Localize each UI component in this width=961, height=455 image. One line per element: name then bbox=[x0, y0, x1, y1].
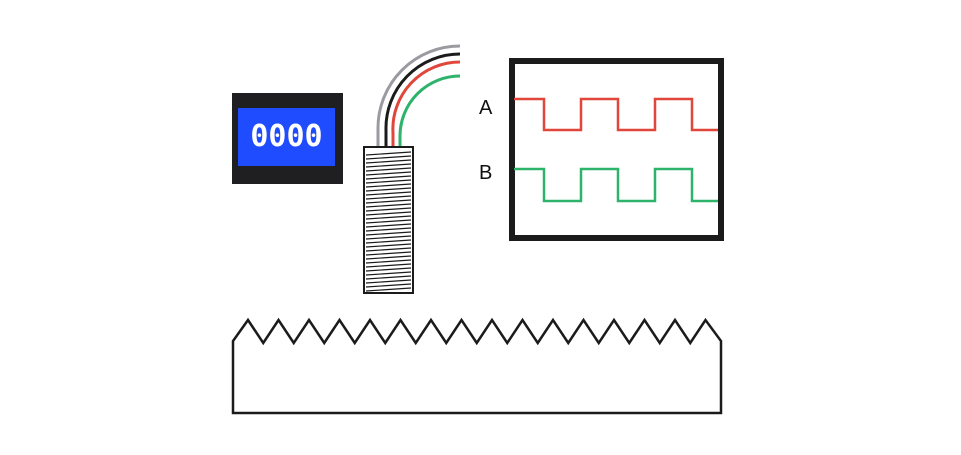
sensor-thread bbox=[365, 279, 412, 284]
sensor-thread bbox=[365, 271, 412, 276]
sensor-thread bbox=[365, 267, 412, 272]
sensor-thread bbox=[365, 155, 412, 160]
sensor-thread bbox=[365, 199, 412, 204]
sensor-thread bbox=[365, 219, 412, 224]
cable-wire-red bbox=[391, 60, 461, 148]
sensor-thread bbox=[365, 215, 412, 220]
sensor-thread bbox=[365, 211, 412, 216]
channel-b-waveform bbox=[514, 167, 718, 203]
sensor-thread bbox=[365, 159, 412, 164]
sensor-thread bbox=[365, 263, 412, 268]
sensor-thread bbox=[365, 203, 412, 208]
channel-a-waveform bbox=[514, 97, 718, 132]
sensor-thread bbox=[365, 195, 412, 200]
cable-wire-black bbox=[384, 52, 461, 148]
sensor-thread bbox=[365, 259, 412, 264]
sensor-thread bbox=[365, 207, 412, 212]
sensor-thread bbox=[365, 163, 412, 168]
sensor-thread bbox=[365, 251, 412, 256]
sensor-thread bbox=[365, 231, 412, 236]
sensor-thread bbox=[365, 287, 412, 292]
channel-a-label: A bbox=[479, 97, 493, 119]
counter-display: 0000 bbox=[232, 93, 343, 184]
counter-screen: 0000 bbox=[238, 108, 335, 166]
cable-wire-gray bbox=[376, 44, 461, 148]
sensor-thread bbox=[365, 247, 412, 252]
sensor-thread bbox=[365, 183, 412, 188]
gear-rack-icon bbox=[231, 317, 723, 415]
sensor-thread bbox=[365, 167, 412, 172]
sensor-thread bbox=[365, 227, 412, 232]
oscilloscope-screen bbox=[509, 58, 724, 241]
sensor-thread bbox=[365, 255, 412, 260]
sensor-thread bbox=[365, 191, 412, 196]
cable-wire-green bbox=[398, 74, 461, 148]
sensor-cable bbox=[376, 44, 461, 148]
proximity-sensor-icon bbox=[363, 146, 414, 294]
sensor-thread bbox=[365, 187, 412, 192]
sensor-thread bbox=[365, 239, 412, 244]
sensor-thread bbox=[365, 171, 412, 176]
sensor-thread bbox=[365, 283, 412, 288]
counter-value: 0000 bbox=[250, 119, 323, 154]
sensor-thread bbox=[365, 275, 412, 280]
sensor-thread bbox=[365, 243, 412, 248]
sensor-thread bbox=[365, 151, 412, 156]
sensor-thread bbox=[365, 235, 412, 240]
sensor-thread bbox=[365, 175, 412, 180]
sensor-thread bbox=[365, 179, 412, 184]
sensor-thread bbox=[365, 223, 412, 228]
channel-b-label: B bbox=[479, 162, 493, 184]
